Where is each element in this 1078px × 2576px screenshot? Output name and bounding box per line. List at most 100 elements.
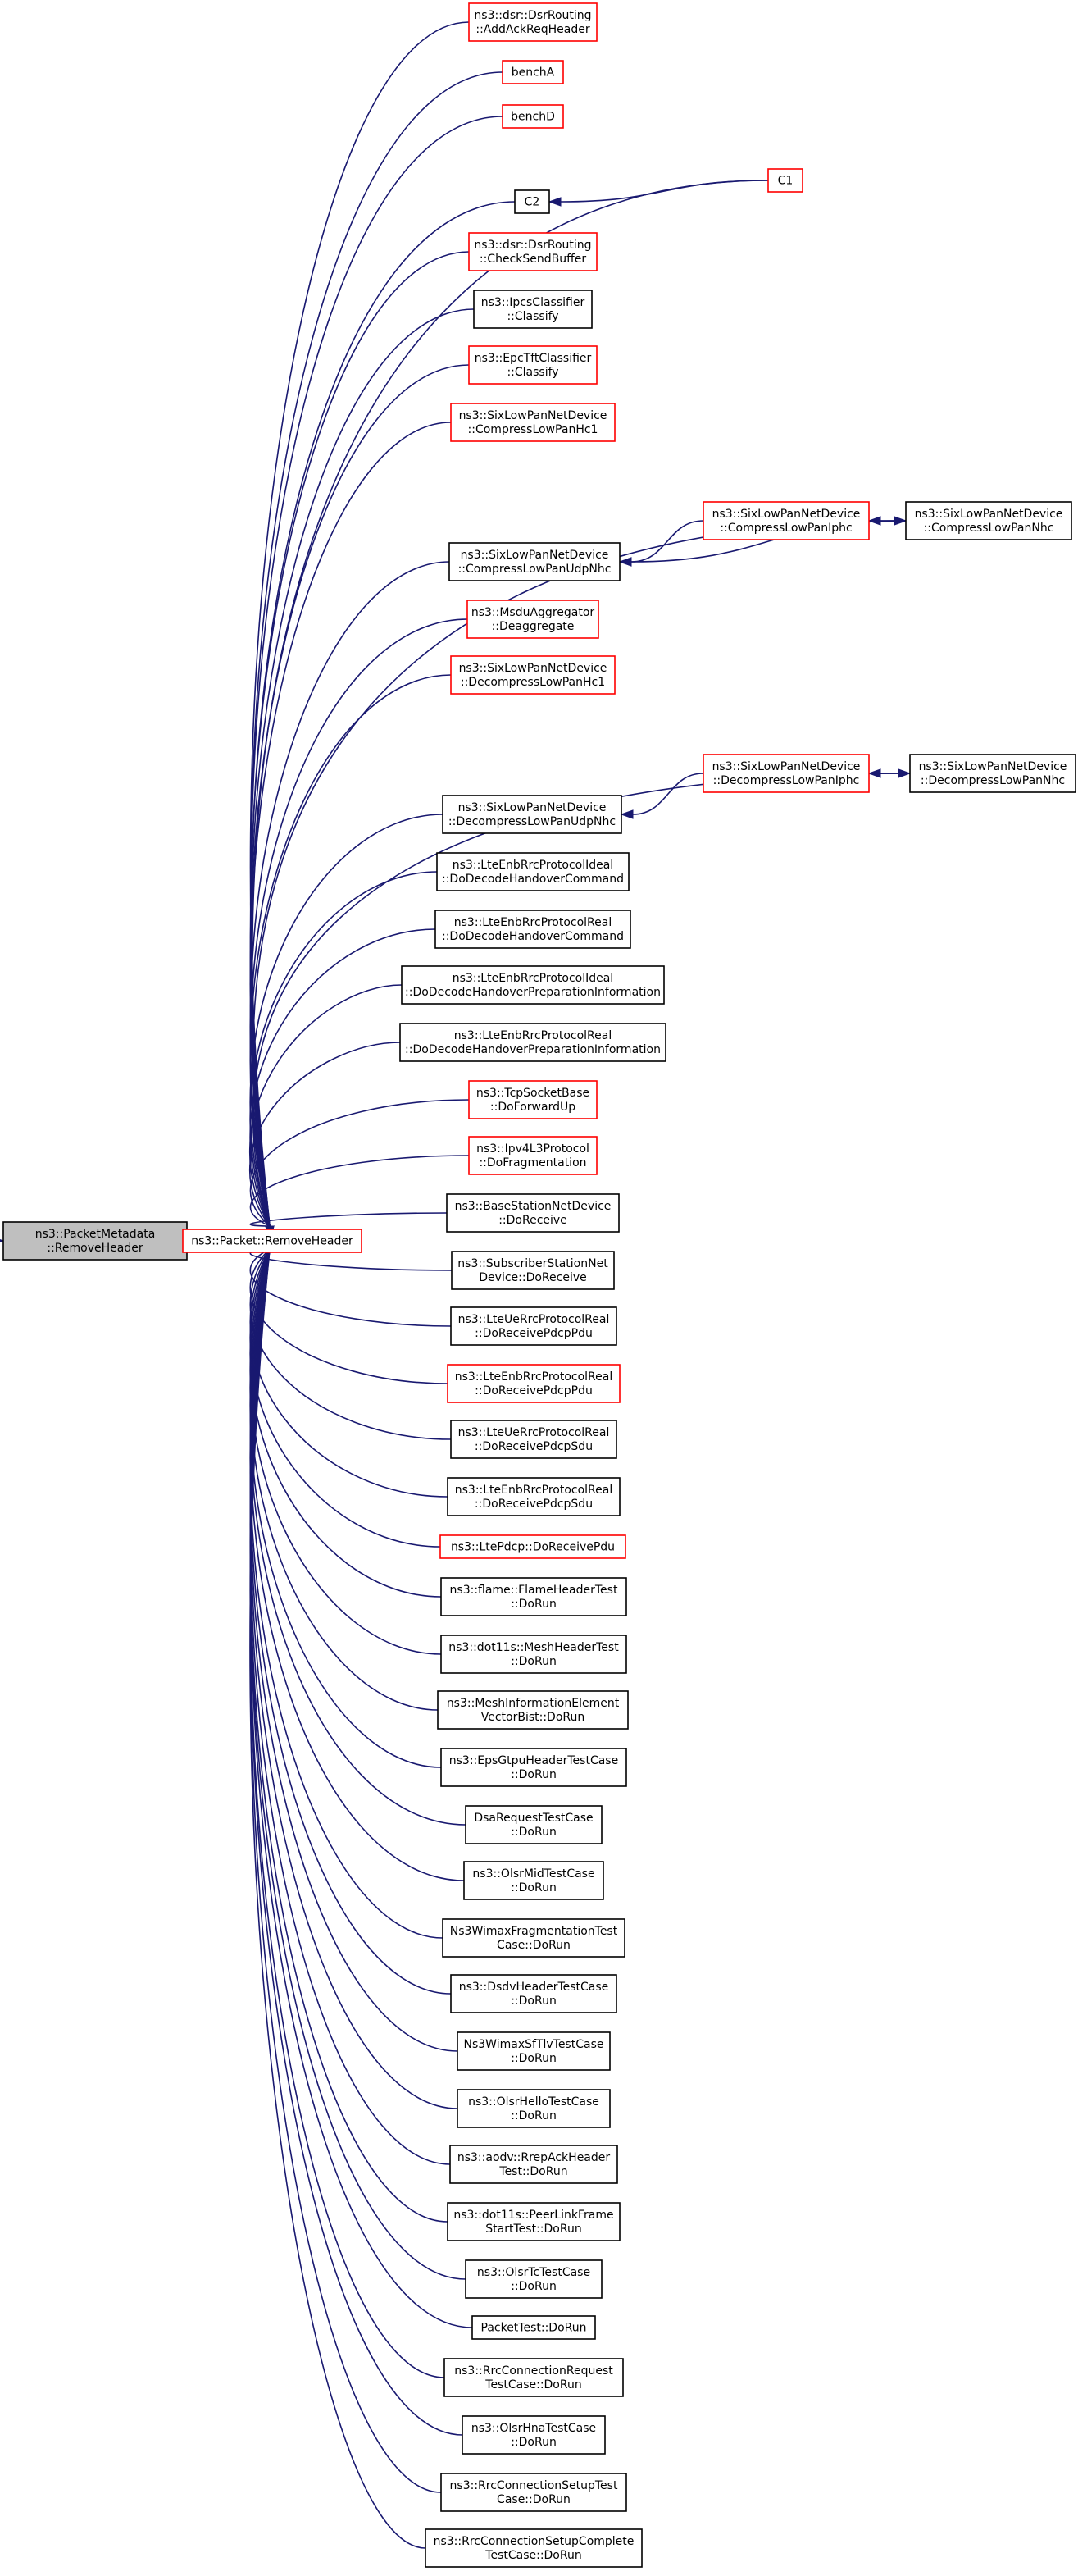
edge-dechc1-to-remove xyxy=(249,674,452,1239)
node-addack[interactable]: ns3::dsr::DsrRouting::AddAckReqHeader xyxy=(468,2,598,42)
edge-dsdv-to-remove xyxy=(249,1236,452,1995)
edge-arrowhead xyxy=(618,557,632,567)
edges-layer xyxy=(0,21,912,2549)
node-label: ns3::dsr::DsrRouting xyxy=(474,9,591,22)
node-box xyxy=(440,1635,627,1674)
node-box xyxy=(450,403,616,442)
node-label: ns3::MeshInformationElement xyxy=(447,1697,620,1710)
node-dechc1[interactable]: ns3::SixLowPanNetDevice::DecompressLowPa… xyxy=(450,655,616,695)
node-box xyxy=(451,1251,615,1290)
node-label: ns3::Packet::RemoveHeader xyxy=(191,1235,353,1248)
node-label: ns3::dsr::DsrRouting xyxy=(474,239,591,252)
edge-rrcconreq-to-remove xyxy=(249,1236,445,2378)
node-rrcsetupcomplete[interactable]: ns3::RrcConnectionSetupCompleteTestCase:… xyxy=(425,2528,643,2568)
edge-line xyxy=(560,180,769,203)
node-box xyxy=(703,501,870,540)
node-checksend[interactable]: ns3::dsr::DsrRouting::CheckSendBuffer xyxy=(468,232,598,271)
edge-tcpfwd-to-remove xyxy=(249,1099,470,1239)
node-decudp[interactable]: ns3::SixLowPanNetDevice::DecompressLowPa… xyxy=(442,795,622,834)
node-peerlink[interactable]: ns3::dot11s::PeerLinkFrameStartTest::DoR… xyxy=(447,2202,621,2241)
node-idealprep[interactable]: ns3::LteEnbRrcProtocolIdeal::DoDecodeHan… xyxy=(401,965,665,1005)
node-olsrmid[interactable]: ns3::OlsrMidTestCase::DoRun xyxy=(463,1861,604,1900)
node-label: ns3::RrcConnectionSetupComplete xyxy=(434,2535,635,2548)
node-realho[interactable]: ns3::LteEnbRrcProtocolReal::DoDecodeHand… xyxy=(434,910,631,949)
node-bsrecv[interactable]: ns3::BaseStationNetDevice::DoReceive xyxy=(446,1193,620,1233)
node-epctft[interactable]: ns3::EpcTftClassifier::Classify xyxy=(468,345,598,385)
node-label: ::CompressLowPanUdpNhc xyxy=(458,563,612,576)
node-realprep[interactable]: ns3::LteEnbRrcProtocolReal::DoDecodeHand… xyxy=(399,1023,666,1062)
node-olsrtc[interactable]: ns3::OlsrTcTestCase::DoRun xyxy=(465,2259,603,2299)
node-uesdu[interactable]: ns3::LteUeRrcProtocolReal::DoReceivePdcp… xyxy=(450,1420,617,1459)
node-box xyxy=(457,2031,611,2071)
node-label: ns3::RrcConnectionRequest xyxy=(454,2364,613,2378)
node-meshinfo[interactable]: ns3::MeshInformationElementVectorBist::D… xyxy=(437,1690,629,1730)
node-label: ns3::TcpSocketBase xyxy=(476,1087,589,1100)
edge-rrepack-to-remove xyxy=(249,1236,451,2165)
node-compiphc[interactable]: ns3::SixLowPanNetDevice::CompressLowPanI… xyxy=(703,501,870,540)
node-ssrecv[interactable]: ns3::SubscriberStationNetDevice::DoRecei… xyxy=(451,1251,615,1290)
node-dsareq[interactable]: DsaRequestTestCase::DoRun xyxy=(465,1805,603,1844)
node-remove[interactable]: ns3::Packet::RemoveHeader xyxy=(182,1229,362,1253)
node-box xyxy=(439,1534,626,1559)
node-compnhc[interactable]: ns3::SixLowPanNetDevice::CompressLowPanN… xyxy=(905,501,1072,540)
edge-line xyxy=(249,1155,470,1227)
node-label: ::DoRun xyxy=(511,2109,557,2122)
node-box xyxy=(446,1193,620,1233)
node-olsrhello[interactable]: ns3::OlsrHelloTestCase::DoRun xyxy=(457,2089,611,2128)
edge-line xyxy=(632,773,704,815)
node-box xyxy=(434,910,631,949)
node-label: ns3::EpsGtpuHeaderTestCase xyxy=(449,1754,618,1767)
node-ipcs[interactable]: ns3::IpcsClassifier::Classify xyxy=(473,290,593,329)
node-packettest[interactable]: PacketTest::DoRun xyxy=(471,2315,596,2340)
node-label: ns3::SixLowPanNetDevice xyxy=(712,508,861,521)
node-label: ::DoReceivePdcpPdu xyxy=(475,1384,593,1397)
node-label: StartTest::DoRun xyxy=(485,2223,581,2236)
node-bencha[interactable]: benchA xyxy=(502,60,564,84)
node-label: ns3::EpcTftClassifier xyxy=(475,352,592,365)
edge-idealprep-to-remove xyxy=(249,984,403,1239)
node-label: Ns3WimaxSfTlvTestCase xyxy=(464,2038,604,2051)
node-msdu[interactable]: ns3::MsduAggregator::Deaggregate xyxy=(466,600,599,639)
edge-line xyxy=(249,1248,442,1655)
node-comphc1[interactable]: ns3::SixLowPanNetDevice::CompressLowPanH… xyxy=(450,403,616,442)
node-box xyxy=(703,754,870,793)
node-c2[interactable]: C2 xyxy=(514,189,550,214)
node-label: DsaRequestTestCase xyxy=(474,1812,593,1825)
node-enbpdcp[interactable]: ns3::LteEnbRrcProtocolReal::DoReceivePdc… xyxy=(447,1364,621,1403)
node-mesh[interactable]: ns3::dot11s::MeshHeaderTest::DoRun xyxy=(440,1635,627,1674)
node-label: ns3::LteEnbRrcProtocolReal xyxy=(454,1029,612,1042)
node-label: ::Classify xyxy=(507,310,558,323)
node-enbsdu[interactable]: ns3::LteEnbRrcProtocolReal::DoReceivePdc… xyxy=(447,1477,621,1516)
node-label: ::DoDecodeHandoverCommand xyxy=(442,930,624,943)
node-label: ::AddAckReqHeader xyxy=(475,23,589,36)
node-deciphc[interactable]: ns3::SixLowPanNetDevice::DecompressLowPa… xyxy=(703,754,870,793)
node-label: ::DoDecodeHandoverPreparationInformation xyxy=(405,1043,661,1056)
node-ueppdcp[interactable]: ns3::LteUeRrcProtocolReal::DoReceivePdcp… xyxy=(450,1306,617,1346)
node-idealho[interactable]: ns3::LteEnbRrcProtocolIdeal::DoDecodeHan… xyxy=(436,852,630,891)
node-c1[interactable]: C1 xyxy=(767,168,803,193)
node-label: ::DoReceive xyxy=(498,1214,567,1227)
node-box xyxy=(447,1477,621,1516)
node-ipv4frag[interactable]: ns3::Ipv4L3Protocol::DoFragmentation xyxy=(468,1136,598,1175)
node-tcpfwd[interactable]: ns3::TcpSocketBase::DoForwardUp xyxy=(468,1080,598,1119)
edge-line xyxy=(249,1248,452,1327)
node-epsgtpu[interactable]: ns3::EpsGtpuHeaderTestCase::DoRun xyxy=(440,1748,627,1787)
node-ltepdcp[interactable]: ns3::LtePdcp::DoReceivePdu xyxy=(439,1534,626,1559)
node-sftlv[interactable]: Ns3WimaxSfTlvTestCase::DoRun xyxy=(457,2031,611,2071)
node-label: ::DoRun xyxy=(511,1826,557,1839)
edge-epctft-to-remove xyxy=(249,364,470,1239)
node-compudp[interactable]: ns3::SixLowPanNetDevice::CompressLowPanU… xyxy=(448,542,621,581)
node-box xyxy=(462,2415,606,2455)
node-flame[interactable]: ns3::flame::FlameHeaderTest::DoRun xyxy=(440,1577,627,1616)
node-dsdv[interactable]: ns3::DsdvHeaderTestCase::DoRun xyxy=(450,1974,617,2013)
node-label: ::DecompressLowPanNhc xyxy=(921,774,1065,787)
node-decnhc[interactable]: ns3::SixLowPanNetDevice::DecompressLowPa… xyxy=(909,754,1076,793)
node-benchd[interactable]: benchD xyxy=(502,104,564,129)
edge-line xyxy=(249,1248,441,1548)
node-olsrhna[interactable]: ns3::OlsrHnaTestCase::DoRun xyxy=(462,2415,606,2455)
node-label: ns3::dot11s::PeerLinkFrame xyxy=(453,2209,613,2222)
